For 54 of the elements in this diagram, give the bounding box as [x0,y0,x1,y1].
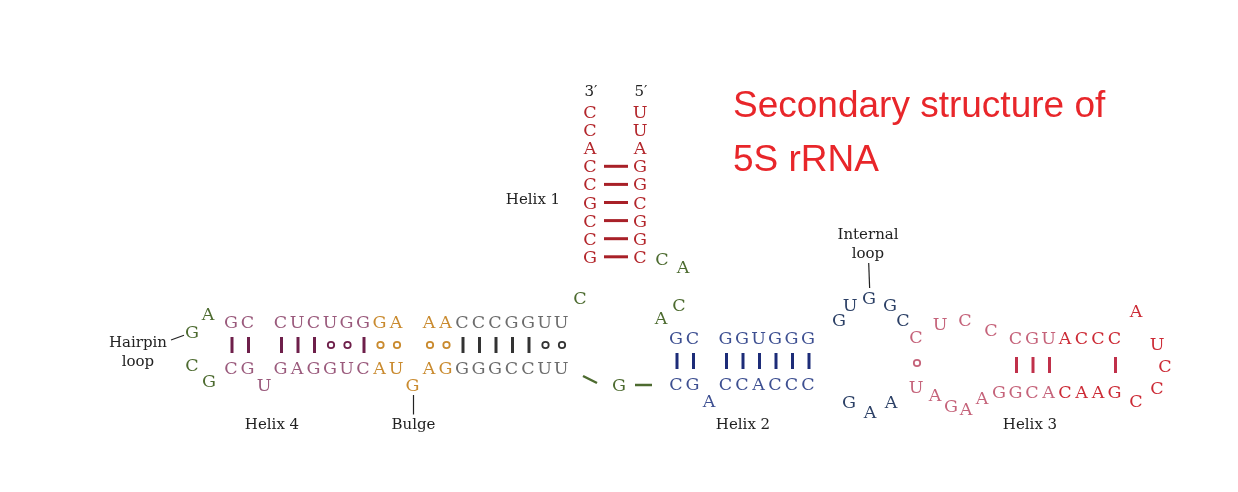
nucleotide-sequence: A [200,304,216,324]
nucleotide-sequence: C [572,288,588,308]
helix-label: Helix 4 [244,414,300,434]
nucleotide-sequence: U [932,314,949,334]
nucleotide-sequence: G [611,375,627,395]
nucleotide-sequence: C [671,295,687,315]
nucleotide-sequence: A [1128,301,1144,321]
annotation-label: Internal loop [828,225,908,263]
nucleotide-sequence: U [908,377,925,397]
nucleotide-sequence: C [896,310,910,330]
nucleotide-sequence: C [184,355,200,375]
nucleotide-letter: G [861,288,879,308]
helix-label: Helix 3 [1002,414,1058,434]
annotation-label: Hairpin loop [105,333,171,371]
helix-label: Helix 1 [505,189,561,209]
nucleotide-sequence: CG [668,374,701,394]
nucleotide-sequence: A [675,257,691,277]
nucleotide-sequence: A [883,392,899,412]
helix-label: Helix 2 [715,414,771,434]
nucleotide-sequence: U [1149,334,1166,354]
nucleotide-sequence: C [983,320,999,340]
nucleotide-sequence: C [908,327,924,347]
nucleotide-sequence: CAAG [1057,382,1123,402]
nucleotide-sequence: G [841,392,857,412]
nucleotide-sequence: G [943,396,959,416]
nucleotide-sequence: A [653,308,669,328]
leader-line [170,334,185,341]
nucleotide-letter: G [404,375,423,395]
strand-end-label: 5′ [634,81,648,101]
strand-end-label: 3′ [584,81,598,101]
annotation-label: Bulge [391,414,436,434]
nucleotide-sequence: U [256,375,273,395]
nucleotide-sequence: C [957,310,973,330]
nucleotide-sequence: A [958,399,974,419]
nucleotide-letter: G [184,322,202,342]
nucleotide-sequence: GA AA [371,312,453,332]
nucleotide-sequence: G [201,371,217,391]
nucleotide-sequence: C [1157,356,1173,376]
leader-line [868,262,871,289]
nucleotide-sequence: A [862,402,878,422]
nucleotide-sequence: UUAGGCGGC [632,102,649,267]
nucleotide-sequence: A [974,388,990,408]
nucleotide-sequence: AU [372,358,405,378]
nucleotide-sequence: G [882,295,897,315]
nucleotide-sequence: CG [223,358,256,378]
leader-line [412,394,415,416]
nucleotide-sequence: A [701,391,717,411]
nucleotide-sequence: C [654,249,670,269]
nucleotide-sequence: A [927,385,943,405]
diagram-title: Secondary structure of 5S rRNA [733,83,1107,181]
nucleotide-sequence: AG [421,358,454,378]
nucleotide-sequence: CCACCGCCG [582,102,598,267]
nucleotide-sequence: C [1128,391,1144,411]
nucleotide-sequence: C [1149,378,1165,398]
